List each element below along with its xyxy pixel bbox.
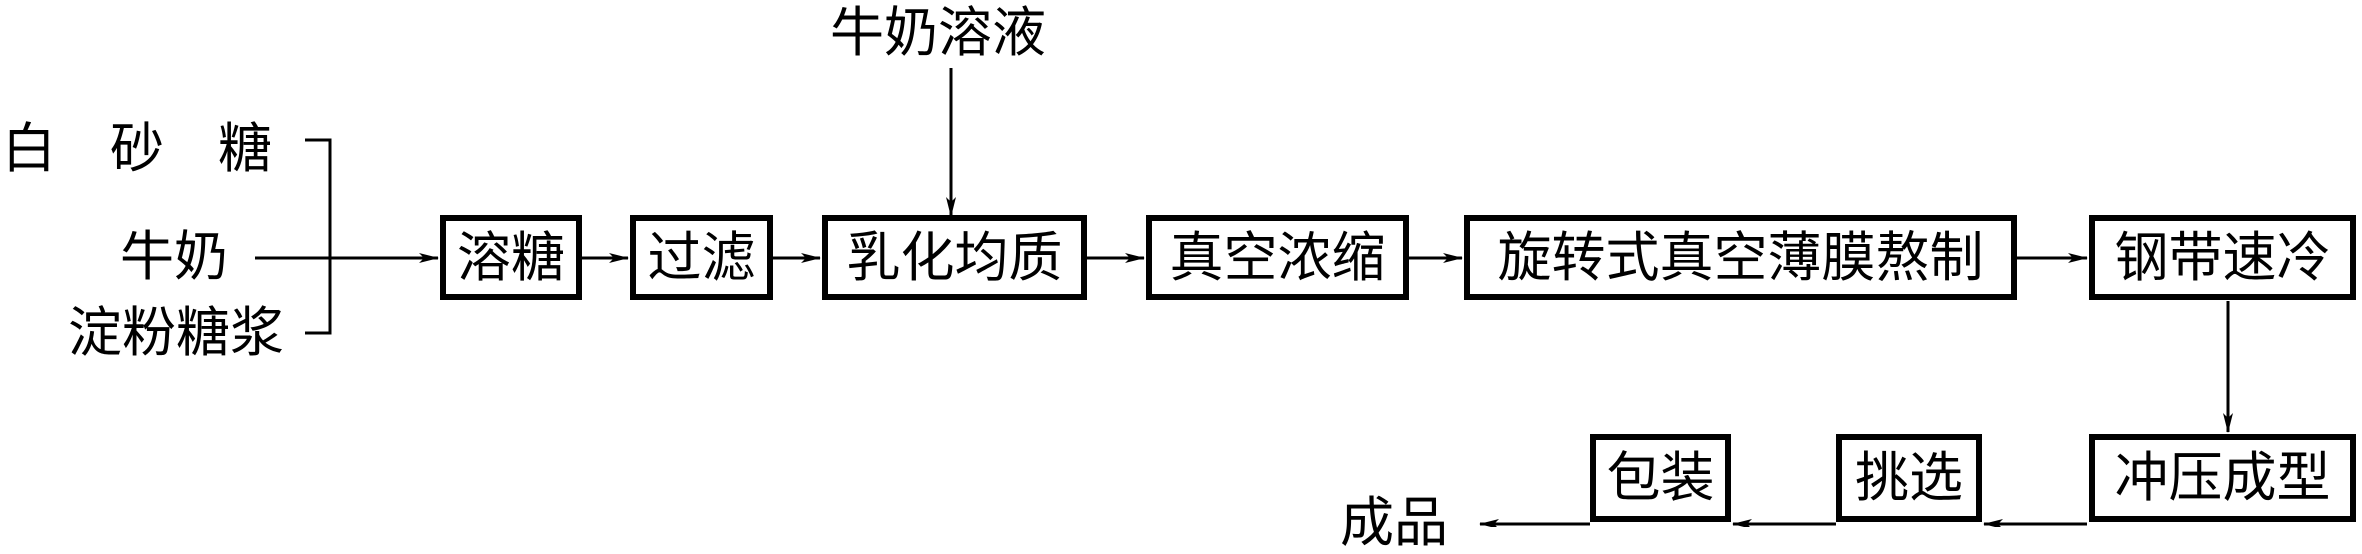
output-finished-product: 成品: [1340, 491, 1448, 554]
flow-connectors: [255, 68, 2233, 527]
input-bracket: [305, 138, 332, 335]
step-vacuum-concentrate: 真空浓缩: [1146, 215, 1409, 300]
step-package: 包装: [1590, 434, 1731, 522]
step-belt-cool: 钢带速冷: [2089, 215, 2356, 300]
step-dissolve-sugar: 溶糖: [440, 215, 582, 300]
step-stamp-form: 冲压成型: [2089, 434, 2356, 522]
step-filter: 过滤: [630, 215, 773, 300]
input-milk-solution: 牛奶溶液: [830, 1, 1046, 64]
step-sort: 挑选: [1836, 434, 1982, 522]
input-milk: 牛奶: [120, 225, 228, 288]
step-film-cook: 旋转式真空薄膜熬制: [1464, 215, 2017, 300]
step-emulsify: 乳化均质: [822, 215, 1087, 300]
input-starch-syrup: 淀粉糖浆: [68, 301, 284, 364]
input-white-sugar: 白 砂 糖: [2, 117, 272, 180]
